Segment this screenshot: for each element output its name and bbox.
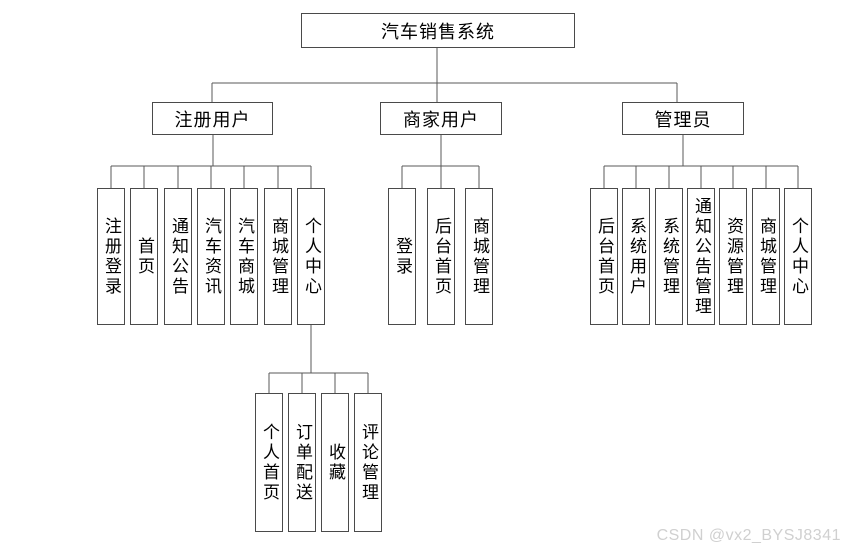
node-backend-home-admin: 后台首页 — [590, 188, 618, 325]
node-personal-home: 个人首页 — [255, 393, 283, 532]
connector-registered-user — [110, 135, 312, 188]
node-mall-management-merchant: 商城管理 — [465, 188, 493, 325]
node-home: 首页 — [130, 188, 158, 325]
node-admin: 管理员 — [622, 102, 744, 135]
node-mall-management-admin: 商城管理 — [752, 188, 780, 325]
node-merchant-user: 商家用户 — [380, 102, 502, 135]
csdn-watermark: CSDN @vx2_BYSJ8341 — [656, 527, 841, 544]
node-car-news: 汽车资讯 — [197, 188, 225, 325]
node-order-delivery: 订单配送 — [288, 393, 316, 532]
node-register-login: 注册登录 — [97, 188, 125, 325]
node-comment-management: 评论管理 — [354, 393, 382, 532]
node-backend-home-merchant: 后台首页 — [427, 188, 455, 325]
connector-root — [211, 48, 678, 102]
node-system-user: 系统用户 — [622, 188, 650, 325]
node-notice-management: 通知公告管理 — [687, 188, 715, 325]
node-favorites: 收藏 — [321, 393, 349, 532]
node-personal-center: 个人中心 — [297, 188, 325, 325]
connector-merchant-user — [401, 135, 480, 188]
node-system-management: 系统管理 — [655, 188, 683, 325]
node-login: 登录 — [388, 188, 416, 325]
connector-admin — [603, 135, 799, 188]
node-registered-user: 注册用户 — [152, 102, 273, 135]
node-car-mall: 汽车商城 — [230, 188, 258, 325]
connector-personal-center — [268, 325, 369, 393]
node-personal-center-admin: 个人中心 — [784, 188, 812, 325]
node-notice-announcement: 通知公告 — [164, 188, 192, 325]
node-mall-management-user: 商城管理 — [264, 188, 292, 325]
node-car-sales-system: 汽车销售系统 — [301, 13, 575, 48]
node-resource-management: 资源管理 — [719, 188, 747, 325]
